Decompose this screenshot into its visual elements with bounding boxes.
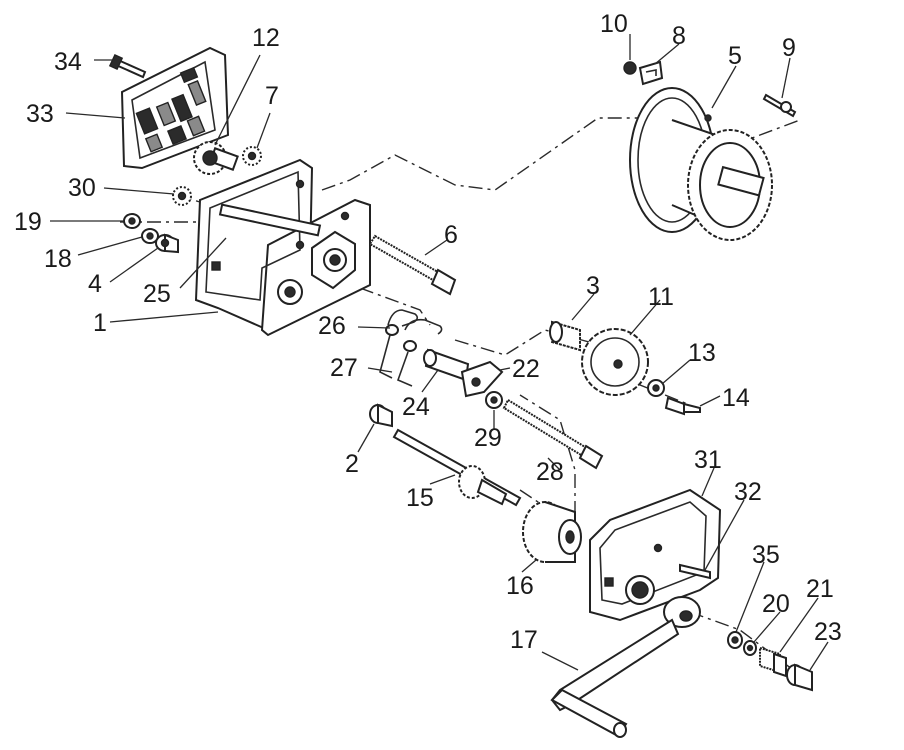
callout-7: 7 <box>265 82 279 110</box>
callout-30: 30 <box>68 174 96 202</box>
callout-22: 22 <box>512 355 540 383</box>
callout-17: 17 <box>510 626 538 654</box>
part-9-bolt <box>762 93 797 118</box>
part-33-side-plate <box>120 46 230 170</box>
callout-26: 26 <box>318 312 346 340</box>
part-35-washer <box>727 631 743 649</box>
part-16-gear <box>522 501 582 563</box>
part-31-gear-housing <box>589 488 722 622</box>
callout-28: 28 <box>536 458 564 486</box>
callout-29: 29 <box>474 424 502 452</box>
part-18-washer <box>141 228 159 244</box>
part-20-washer <box>743 640 757 656</box>
callout-8: 8 <box>672 22 686 50</box>
part-24-shaft <box>423 348 470 382</box>
part-19-washer <box>123 213 141 229</box>
callout-15: 15 <box>406 484 434 512</box>
part-3-bearing <box>549 320 581 352</box>
part-17-crank-handle <box>550 596 701 738</box>
callout-33: 33 <box>26 100 54 128</box>
part-4-bushing <box>155 233 179 254</box>
part-30-nut <box>172 186 192 206</box>
part-22-pawl <box>460 360 504 398</box>
part-34-screw <box>108 53 147 79</box>
callout-23: 23 <box>814 618 842 646</box>
callout-31: 31 <box>694 446 722 474</box>
callout-2: 2 <box>345 450 359 478</box>
callout-24: 24 <box>402 393 430 421</box>
part-8-clip <box>638 60 664 86</box>
part-2-bushing <box>369 403 393 428</box>
part-28-bolt <box>502 398 604 470</box>
part-26-spring <box>385 309 443 352</box>
callout-19: 19 <box>14 208 42 236</box>
part-12-pinion-gear <box>193 141 239 175</box>
part-5-drum <box>629 87 773 241</box>
callout-5: 5 <box>728 42 742 70</box>
part-27-spring-arm <box>379 334 413 387</box>
callout-14: 14 <box>722 384 750 412</box>
callout-labels: 34 33 12 7 30 19 18 4 25 1 10 8 5 9 6 26… <box>14 10 842 654</box>
part-1-frame <box>194 158 371 337</box>
part-13-washer <box>647 379 665 397</box>
callout-34: 34 <box>54 48 82 76</box>
callout-21: 21 <box>806 575 834 603</box>
callout-13: 13 <box>688 339 716 367</box>
part-7-nut <box>242 146 262 166</box>
part-15-drive-shaft <box>392 428 522 507</box>
part-11-gear <box>581 328 649 396</box>
part-32-pin <box>679 563 711 580</box>
part-10-nut <box>623 61 637 75</box>
part-21-bolt <box>759 646 787 678</box>
callout-11: 11 <box>648 283 674 311</box>
callout-16: 16 <box>506 572 534 600</box>
callout-20: 20 <box>762 590 790 618</box>
leader-lines <box>50 34 829 671</box>
callout-32: 32 <box>734 478 762 506</box>
callout-12: 12 <box>252 24 280 52</box>
callout-6: 6 <box>444 221 458 249</box>
callout-4: 4 <box>88 270 102 298</box>
callout-9: 9 <box>782 34 796 62</box>
part-14-bolt <box>664 396 701 416</box>
callout-10: 10 <box>600 10 628 38</box>
part-23-cap <box>786 663 813 692</box>
callout-25: 25 <box>143 280 171 308</box>
callout-3: 3 <box>586 272 600 300</box>
callout-35: 35 <box>752 541 780 569</box>
part-6-bolt <box>368 234 457 296</box>
callout-18: 18 <box>44 245 72 273</box>
callout-1: 1 <box>93 309 107 337</box>
part-29-washer <box>485 391 503 409</box>
callout-27: 27 <box>330 354 358 382</box>
